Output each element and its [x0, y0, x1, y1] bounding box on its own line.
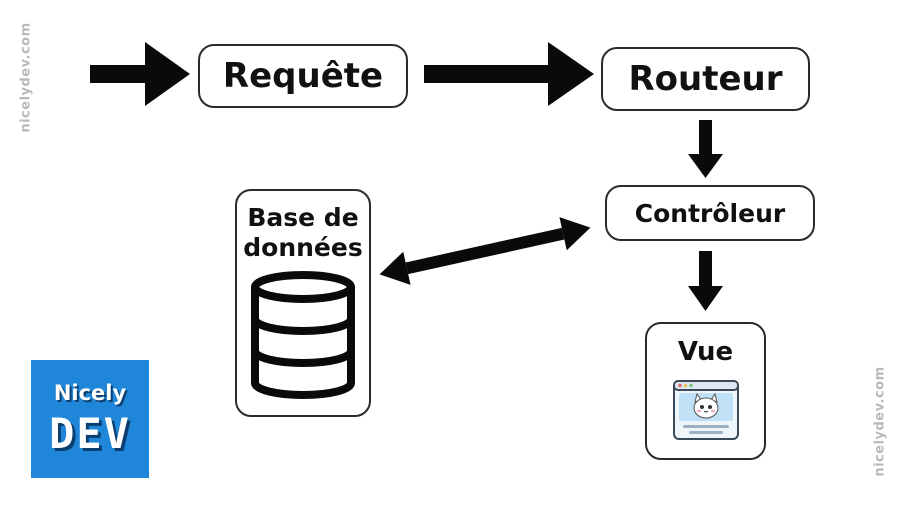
nicely-dev-logo: Nicely DEV: [31, 360, 149, 478]
node-vue-label: Vue: [677, 337, 734, 367]
arrow-input-to-requete: [90, 42, 190, 106]
database-cylinder-icon: [251, 271, 355, 399]
node-routeur: Routeur: [601, 47, 810, 111]
node-vue: Vue: [645, 322, 766, 460]
node-database: Base de données: [235, 189, 371, 417]
node-requete-label: Requête: [222, 56, 384, 96]
logo-line1: Nicely: [53, 380, 127, 405]
node-routeur-label: Routeur: [628, 59, 783, 99]
arrow-routeur-to-controleur: [688, 120, 723, 178]
arrow-requete-to-routeur: [424, 42, 594, 106]
node-controleur-label: Contrôleur: [634, 198, 786, 228]
arrow-controleur-database: [379, 217, 591, 285]
node-database-label-2: données: [243, 233, 363, 262]
logo-line2: DEV: [49, 408, 131, 458]
arrow-controleur-to-vue: [688, 251, 723, 311]
node-database-label-1: Base de: [247, 203, 359, 232]
node-requete: Requête: [198, 44, 408, 108]
node-controleur: Contrôleur: [605, 185, 815, 241]
browser-window-cat-icon: [672, 380, 739, 440]
